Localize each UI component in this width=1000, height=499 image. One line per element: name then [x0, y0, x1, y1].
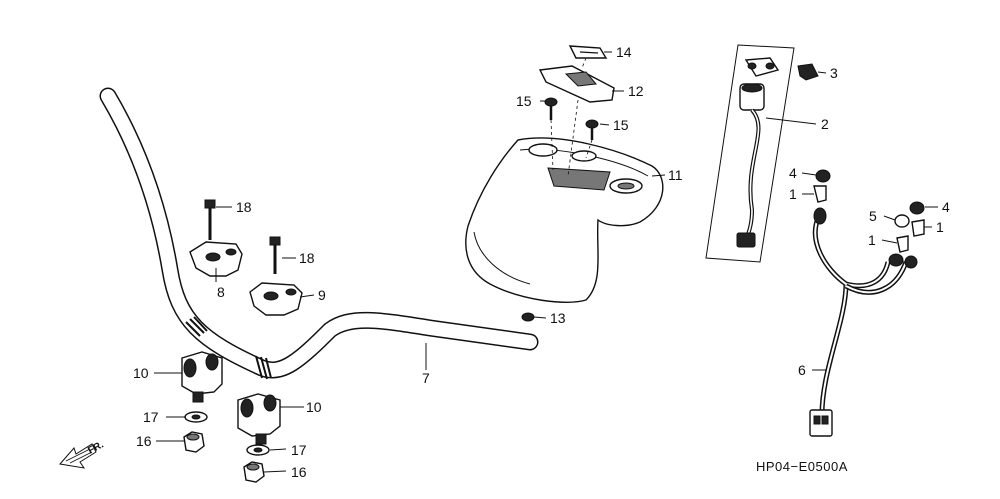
callout-1-b: 1: [868, 232, 876, 248]
cap-4-a: [815, 169, 831, 183]
callout-14: 14: [616, 44, 632, 60]
lower-holder-10-b: [237, 393, 281, 445]
callout-12: 12: [628, 83, 644, 99]
washer-17-b: [246, 444, 270, 456]
callout-10-a: 10: [133, 365, 149, 381]
callout-16-b: 16: [291, 464, 307, 480]
bolt-18-b: [269, 236, 281, 274]
bolt-18-a: [204, 199, 216, 240]
terminal-1-b: [896, 235, 909, 253]
callout-7: 7: [422, 370, 430, 386]
nut-16-a: [183, 431, 205, 453]
knurl-left: [185, 316, 208, 337]
cap-4-b: [909, 201, 925, 215]
screw-15-a: [544, 97, 558, 120]
nut-16-b: [243, 461, 265, 483]
callout-17-b: 17: [291, 442, 307, 458]
assembly-lines: [550, 57, 593, 177]
wire-harness-6: [809, 207, 918, 437]
callout-17-a: 17: [143, 409, 159, 425]
callout-11: 11: [668, 167, 683, 183]
screw-15-b: [585, 119, 599, 140]
callout-4-a: 4: [789, 165, 797, 181]
callout-18-b: 18: [299, 250, 315, 266]
direction-label: FR.: [86, 439, 106, 456]
callout-5: 5: [869, 208, 877, 224]
callout-3: 3: [830, 65, 838, 81]
diagram-code: HP04−E0500A: [756, 459, 848, 474]
cover-cap-12: [538, 65, 615, 103]
lower-holder-10-a: [181, 351, 223, 403]
plate-14: [568, 45, 608, 59]
callout-2: 2: [821, 116, 829, 132]
leader-lines: [154, 51, 938, 473]
callout-9: 9: [318, 287, 326, 303]
callout-18-a: 18: [236, 199, 252, 215]
ignition-switch-panel: [705, 44, 795, 263]
callout-1-a: 1: [789, 186, 797, 202]
terminal-1-a: [813, 185, 827, 203]
handlebar: [99, 87, 539, 380]
key-cover-3: [797, 63, 819, 81]
callout-10-b: 10: [306, 399, 322, 415]
knurl-right: [255, 355, 272, 380]
callout-15-a: 15: [516, 93, 532, 109]
handlebar-cover-11: [465, 137, 664, 303]
upper-holder-8: [189, 241, 243, 277]
upper-holder-9: [249, 282, 303, 316]
terminal-1-c: [911, 219, 925, 237]
front-direction-arrow: FR.: [59, 439, 106, 469]
callout-6: 6: [798, 362, 806, 378]
callouts: 18 18 8 9 10 10 17 16 17 16 7 14 12 15 1…: [133, 44, 950, 480]
ignition-switch-2: [736, 57, 780, 248]
callout-16-a: 16: [136, 433, 152, 449]
callout-8: 8: [217, 284, 225, 300]
nut-13: [521, 312, 535, 322]
callout-1-c: 1: [936, 219, 944, 235]
callout-4-b: 4: [942, 199, 950, 215]
callout-15-b: 15: [613, 117, 629, 133]
cap-5: [894, 214, 910, 228]
callout-13: 13: [550, 310, 566, 326]
washer-17-a: [184, 411, 208, 423]
